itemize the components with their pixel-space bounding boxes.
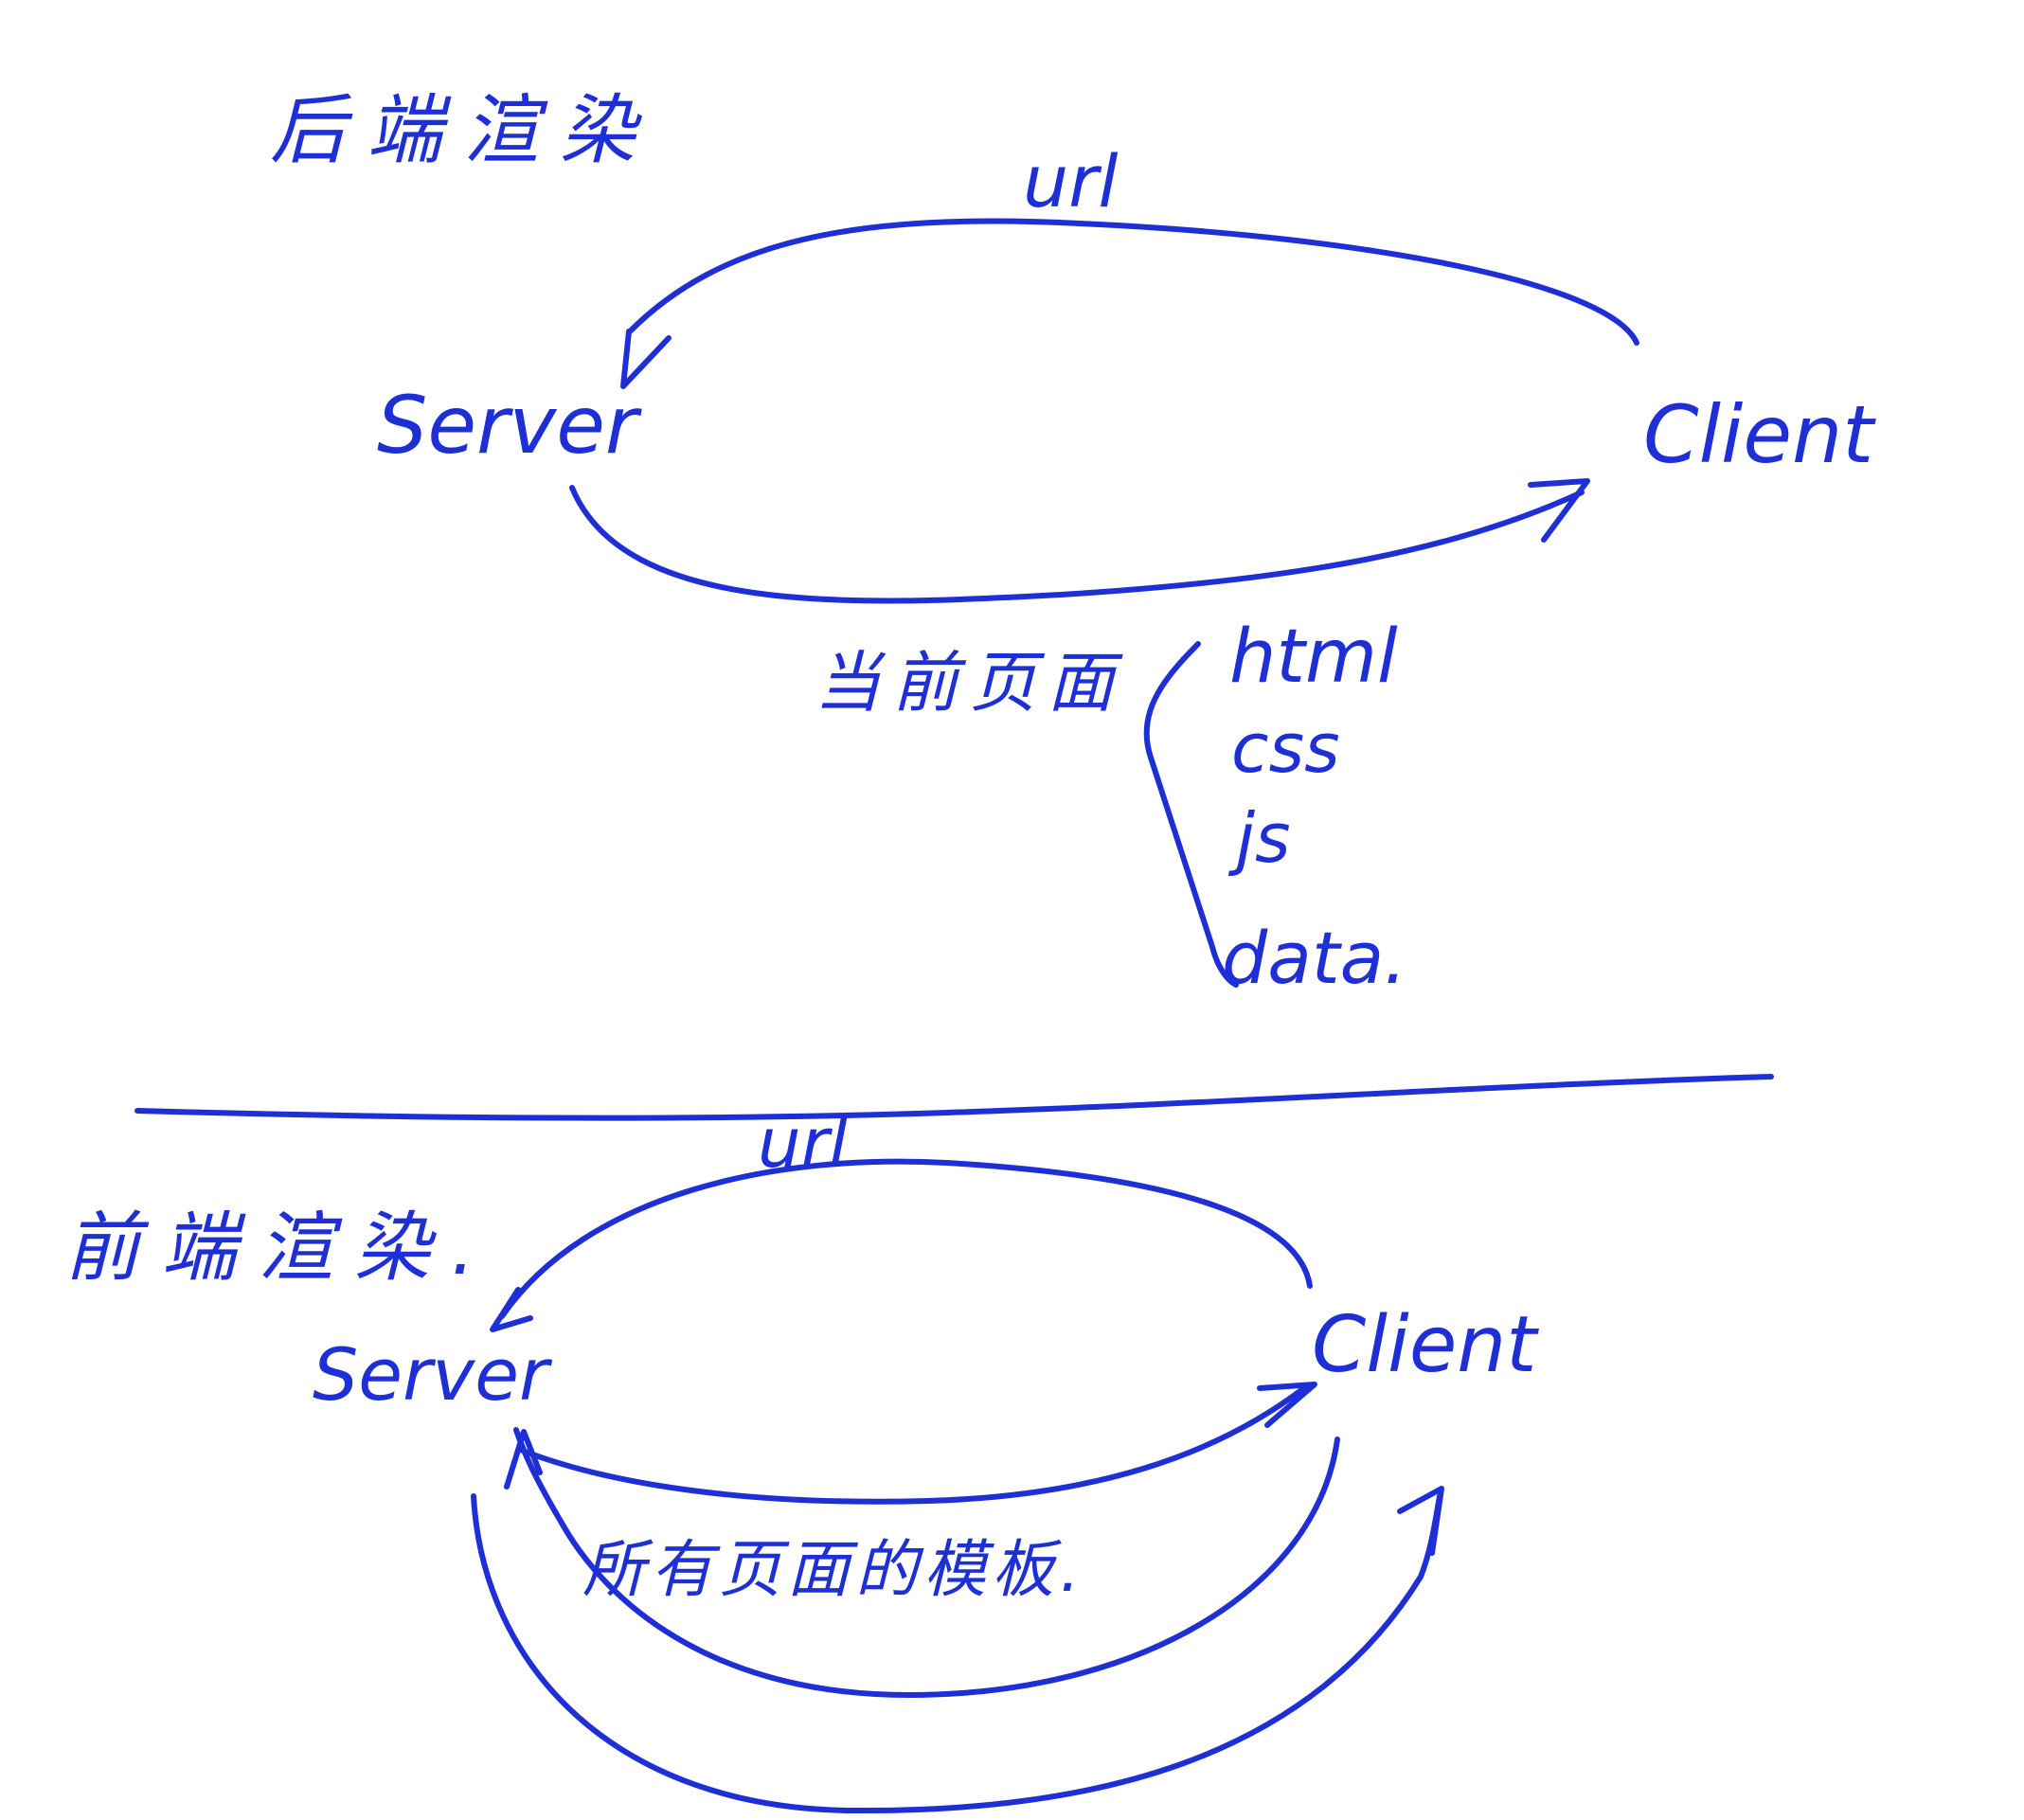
labels-group: 后端渲染 url Server Client 当前页面 html css js …: [64, 86, 1876, 1606]
csr-request-arc: [499, 1158, 1313, 1319]
strokes-group: [134, 218, 1774, 1814]
ssr-item-js: js: [1227, 798, 1291, 878]
ssr-item-html: html: [1229, 615, 1398, 700]
ssr-title: 后端渲染: [270, 86, 656, 174]
ssr-client-label: Client: [1643, 388, 1876, 481]
ssr-request-arrowhead: [620, 329, 672, 389]
ssr-items-brace: [1143, 641, 1239, 988]
csr-template-arc: [520, 1384, 1308, 1505]
csr-data-response-arc: [471, 1493, 1442, 1814]
csr-title: 前端渲染.: [64, 1204, 495, 1292]
ssr-response-arc: [569, 485, 1585, 604]
ssr-response-label: 当前页面: [815, 644, 1125, 722]
csr-request-arrowhead: [490, 1287, 533, 1332]
csr-url-label: url: [758, 1103, 848, 1183]
csr-server-label: Server: [313, 1332, 553, 1417]
ssr-request-arc: [627, 218, 1639, 346]
csr-data-request-arc: [513, 1427, 1340, 1698]
csr-data-response-arrowhead: [1397, 1486, 1444, 1556]
csr-data-request-arrowhead: [504, 1429, 543, 1490]
ssr-server-label: Server: [377, 379, 642, 472]
csr-template-label: 所有页面的模板.: [582, 1533, 1085, 1606]
section-divider: [134, 1074, 1774, 1121]
ssr-url-label: url: [1023, 139, 1119, 223]
ssr-item-css: css: [1231, 708, 1340, 788]
ssr-response-arrowhead: [1528, 478, 1590, 543]
ssr-item-data: data.: [1222, 916, 1406, 1000]
csr-client-label: Client: [1312, 1300, 1539, 1390]
csr-template-arrowhead: [1257, 1382, 1317, 1428]
